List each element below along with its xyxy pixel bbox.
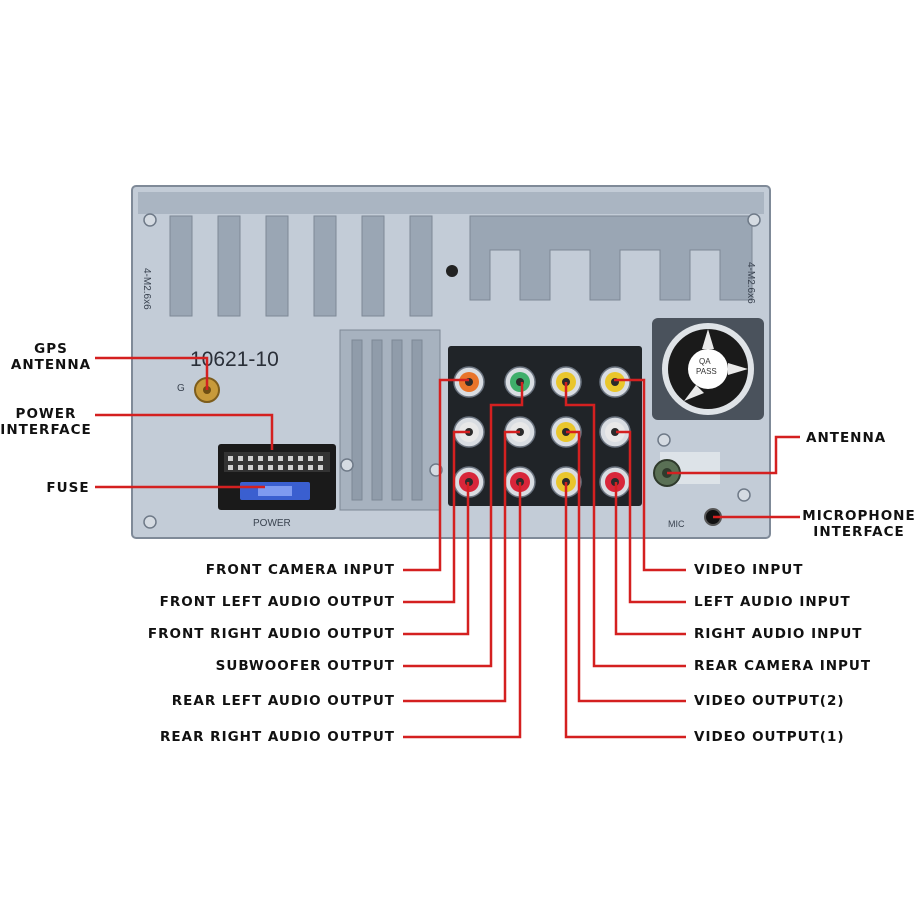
- antenna-port: [653, 452, 720, 487]
- leader-power: [95, 413, 274, 450]
- side-text-left: 4-M2.6x6: [141, 268, 152, 310]
- power-connector: POWER: [218, 444, 336, 529]
- label-rear-camera-input: REAR CAMERA INPUT: [694, 658, 872, 674]
- qa-pass-fan: QA PASS: [652, 318, 764, 420]
- leader-antenna: [667, 435, 800, 475]
- label-front-right-audio-output: FRONT RIGHT AUDIO OUTPUT: [147, 626, 395, 642]
- svg-text:G: G: [177, 383, 185, 394]
- leader-front-camera: [403, 378, 469, 572]
- rca-jack-orange: [453, 366, 485, 398]
- leader-front-left: [403, 430, 470, 604]
- label-left-audio-input: LEFT AUDIO INPUT: [694, 594, 851, 610]
- serial-number: 10621-10: [190, 348, 279, 371]
- rca-jack-yellow: [599, 366, 631, 398]
- rca-jack-white: [599, 416, 631, 448]
- heatsink-fins: [169, 215, 753, 317]
- label-video-output-1: VIDEO OUTPUT(1): [694, 729, 845, 745]
- leader-left-audio-input: [616, 430, 686, 604]
- leader-right-audio-input: [614, 482, 686, 636]
- leader-subwoofer: [403, 382, 524, 668]
- label-fuse: FUSE: [46, 480, 90, 496]
- label-video-output-2: VIDEO OUTPUT(2): [694, 693, 845, 709]
- leader-video-input: [614, 378, 686, 572]
- leader-rear-right: [403, 482, 522, 739]
- svg-text:QA: QA: [699, 357, 711, 366]
- label-rear-right-audio-output: REAR RIGHT AUDIO OUTPUT: [160, 729, 395, 745]
- label-front-left-audio-output: FRONT LEFT AUDIO OUTPUT: [159, 594, 395, 610]
- label-right-audio-input: RIGHT AUDIO INPUT: [694, 626, 863, 642]
- svg-text:POWER: POWER: [253, 518, 291, 529]
- mount-hole: [446, 265, 458, 277]
- leader-front-right: [403, 482, 470, 636]
- leader-rear-camera: [564, 382, 686, 668]
- rca-jack-green: [504, 366, 536, 398]
- label-video-input: VIDEO INPUT: [694, 562, 804, 578]
- side-text-right: 4-M2.6x6: [745, 262, 756, 304]
- svg-text:PASS: PASS: [696, 367, 717, 376]
- label-subwoofer-output: SUBWOOFER OUTPUT: [215, 658, 395, 674]
- head-unit-back-panel: 4-M2.6x6 4-M2.6x6 10621-10 G: [131, 185, 771, 539]
- label-antenna: ANTENNA: [806, 430, 887, 446]
- leader-video-out-2: [566, 430, 686, 703]
- label-rear-left-audio-output: REAR LEFT AUDIO OUTPUT: [171, 693, 395, 709]
- leader-gps: [95, 356, 209, 390]
- leader-rear-left: [403, 430, 520, 703]
- label-front-camera-input: FRONT CAMERA INPUT: [205, 562, 395, 578]
- leader-lines: [95, 356, 800, 739]
- svg-text:MIC: MIC: [668, 519, 685, 529]
- leader-video-out-1: [564, 482, 686, 739]
